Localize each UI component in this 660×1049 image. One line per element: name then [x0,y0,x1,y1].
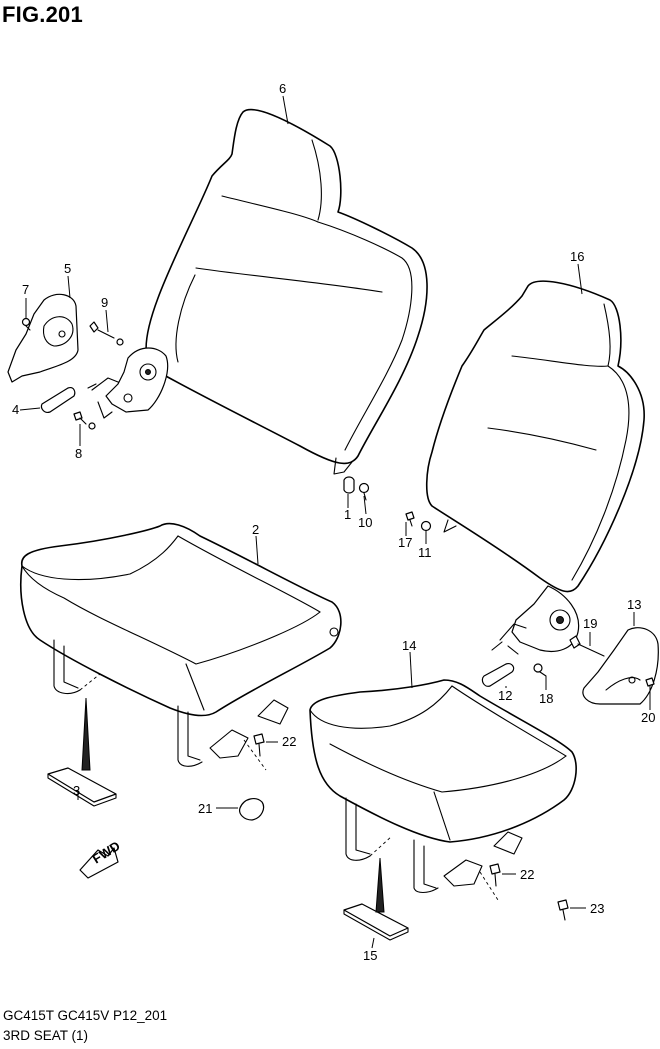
cap-21[interactable] [239,798,265,821]
callout-labels: 6 5 7 9 4 8 16 1 10 17 11 2 13 19 14 12 … [12,81,655,963]
bolt-17[interactable] [405,511,415,527]
callout-8: 8 [75,446,82,461]
callout-3: 3 [73,783,80,798]
leader-lines [19,95,651,949]
callout-22-right: 22 [520,867,534,882]
callout-22-left: 22 [282,734,296,749]
cushion-left[interactable] [20,522,342,771]
bolt-22-right[interactable] [489,863,501,887]
callout-11: 11 [418,545,432,560]
bolt-23[interactable] [557,899,569,921]
callout-1: 1 [344,507,351,522]
pad-15[interactable] [343,903,409,941]
callout-13: 13 [627,597,641,612]
callout-15: 15 [363,948,377,963]
footer-name: 3RD SEAT (1) [3,1028,89,1043]
callout-6: 6 [279,81,286,96]
footer-model: GC415T GC415V P12_201 [3,1008,168,1023]
callout-19: 19 [583,616,597,631]
bolt-18[interactable] [533,663,547,677]
bolt-10[interactable] [358,482,370,501]
seatback-left[interactable] [145,108,428,475]
callout-17: 17 [398,535,412,550]
callout-10: 10 [358,515,372,530]
pad-3[interactable] [47,767,117,807]
cap-12[interactable] [481,663,515,687]
hinge-cover-right-13[interactable] [582,627,659,705]
bolt-20[interactable] [645,677,655,687]
callout-16: 16 [570,249,584,264]
callout-14: 14 [402,638,416,653]
arrow-markers [81,697,385,913]
hinge-cover-left-5[interactable] [7,293,79,383]
callout-9: 9 [101,295,108,310]
bolt-19[interactable] [569,635,605,657]
bolt-8[interactable] [73,411,96,430]
callout-5: 5 [64,261,71,276]
bolt-9[interactable] [89,321,124,346]
callout-12: 12 [498,688,512,703]
fwd-arrow: FWD [79,838,123,879]
cap-4[interactable] [40,387,76,413]
callout-21: 21 [198,801,212,816]
nut-1[interactable] [343,476,355,494]
nut-11[interactable] [420,520,432,532]
hinge-right[interactable] [491,585,580,655]
cushion-right[interactable] [309,679,577,901]
bolt-7[interactable] [21,317,31,331]
hinge-left[interactable] [87,347,169,419]
bolt-22-left[interactable] [253,733,265,757]
figure-title: FIG.201 [2,2,83,27]
callout-20: 20 [641,710,655,725]
callout-7: 7 [22,282,29,297]
callout-2: 2 [252,522,259,537]
callout-23: 23 [590,901,604,916]
seatback-right[interactable] [425,280,645,593]
callout-4: 4 [12,402,19,417]
callout-18: 18 [539,691,553,706]
